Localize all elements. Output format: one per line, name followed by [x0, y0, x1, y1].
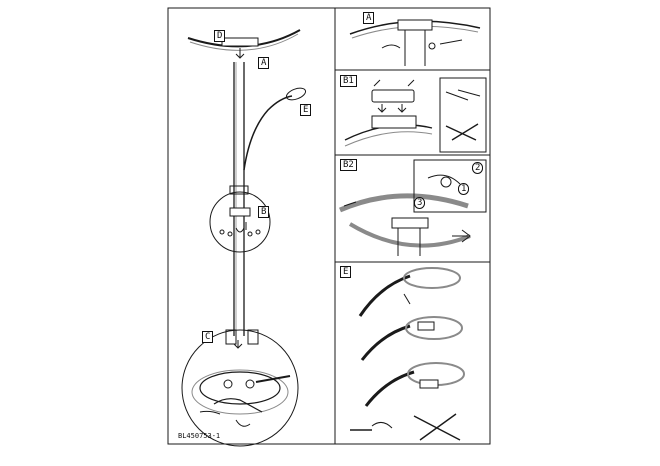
frame — [167, 7, 491, 445]
model-code: BL450753-1 — [178, 432, 221, 440]
label-a-left: A — [258, 57, 270, 69]
detail-b2-illustration — [339, 159, 487, 256]
detail-a-illustration — [349, 19, 481, 66]
detail-e-illustration — [350, 267, 465, 441]
label-e-panel: E — [340, 266, 352, 278]
label-b1-panel: B1 — [340, 75, 357, 87]
step-2: 2 — [472, 162, 484, 174]
floor-lamp-overview — [181, 29, 307, 447]
label-b2-panel: B2 — [340, 159, 357, 171]
label-d: D — [214, 30, 226, 42]
step-1: 1 — [458, 183, 470, 195]
detail-b1-illustration — [344, 77, 487, 153]
label-c-left: C — [202, 331, 214, 343]
label-b-left: B — [258, 206, 270, 218]
label-e-left: E — [300, 104, 312, 116]
label-a-panel: A — [363, 12, 375, 24]
step-3: 3 — [414, 197, 426, 209]
